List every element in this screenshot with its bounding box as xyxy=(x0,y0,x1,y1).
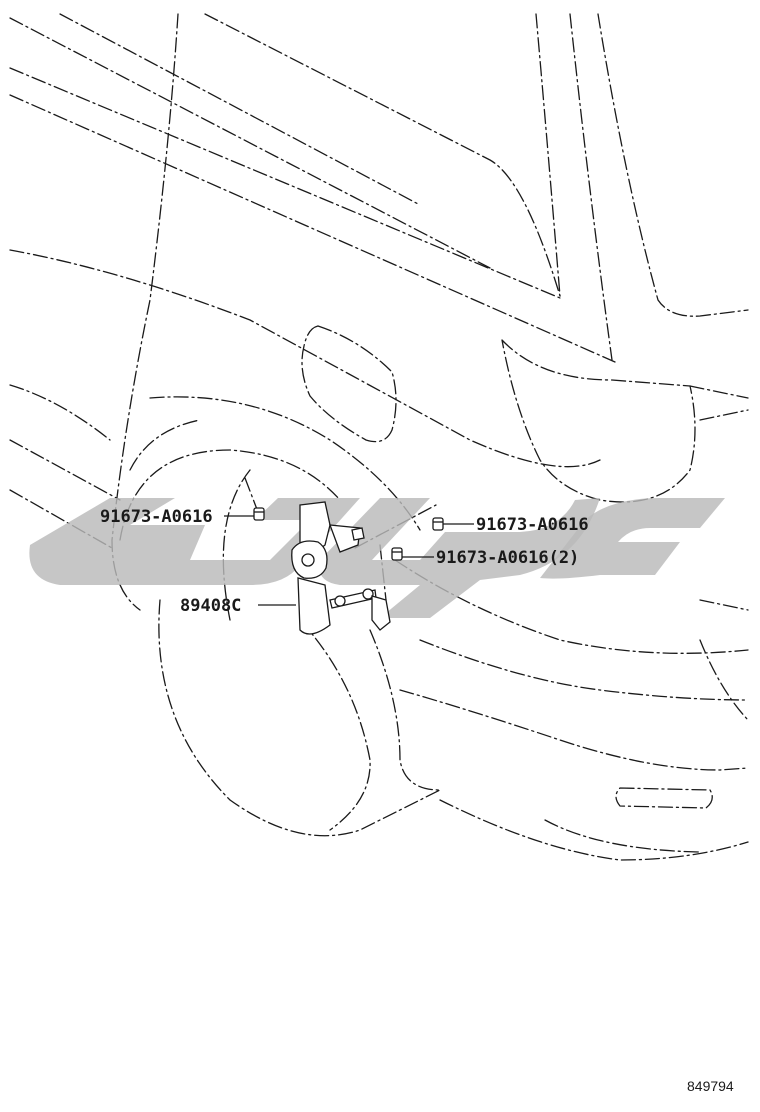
callout-sensor: 89408C xyxy=(180,596,241,616)
stylized-logo-watermark-icon xyxy=(29,498,725,618)
callout-bolt-right: 91673-A0616 xyxy=(476,515,589,535)
height-control-sensor-assembly xyxy=(253,501,444,635)
illustration-number: 849794 xyxy=(687,1078,734,1094)
callout-bolt-left: 91673-A0616 xyxy=(100,507,213,527)
callout-bolt-pair: 91673-A0616(2) xyxy=(436,548,579,568)
bolt-pair-icon xyxy=(391,547,403,561)
vehicle-body-outline xyxy=(9,13,749,861)
bolt-right-icon xyxy=(432,517,444,531)
bolt-left-icon xyxy=(253,507,265,521)
leader-lines xyxy=(224,515,474,606)
